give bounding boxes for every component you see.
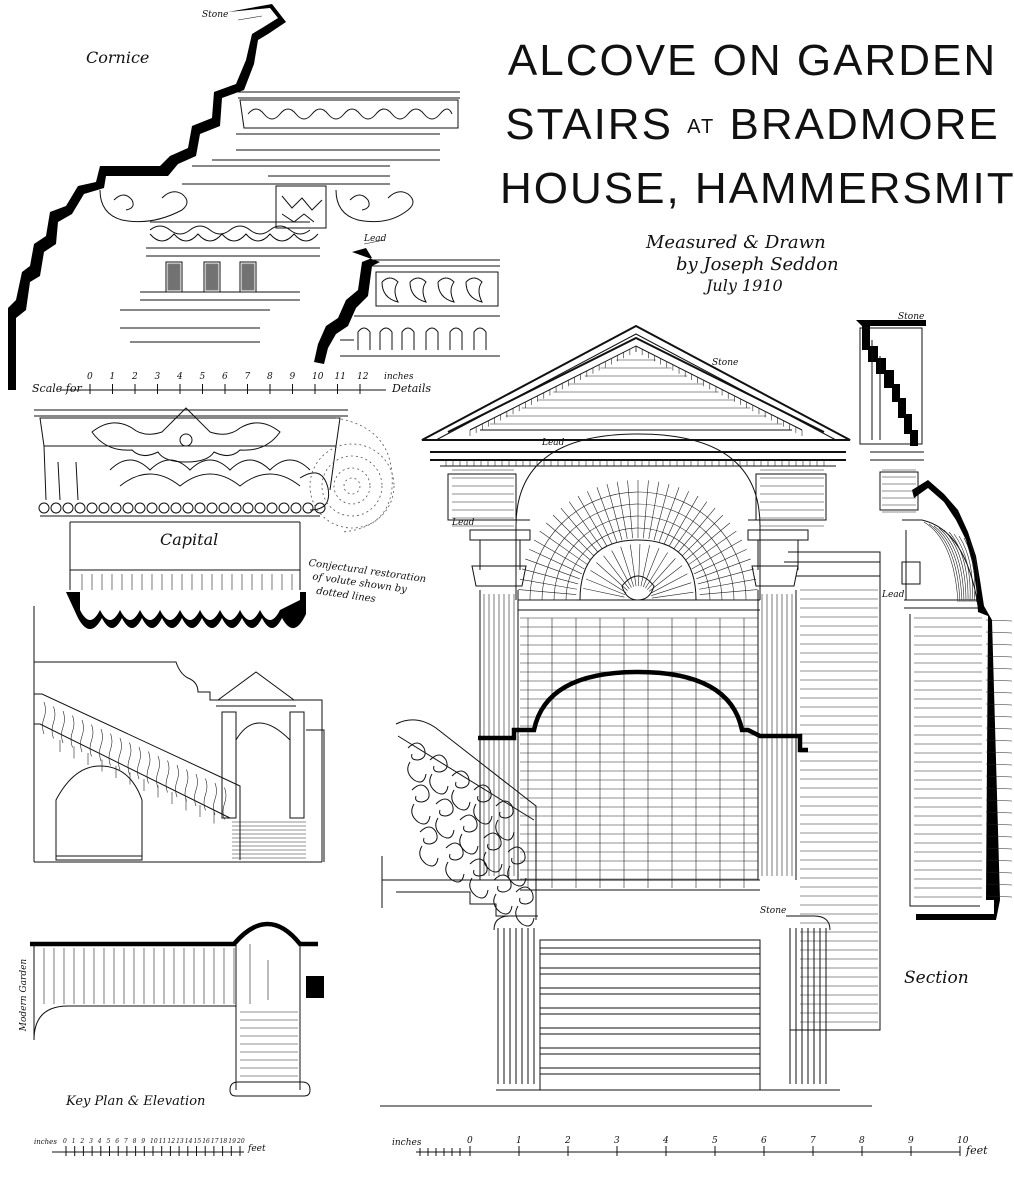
scale-tick-label: 0: [63, 1138, 67, 1145]
label-section: Section: [904, 968, 969, 988]
title-line-1: ALCOVE ON GARDEN: [507, 36, 998, 85]
label-cornice: Cornice: [86, 48, 150, 67]
scale-tick-label: 8: [859, 1136, 865, 1146]
detail-scale-label-left: Scale for: [32, 382, 82, 395]
key-elevation-balustrade: [42, 701, 227, 820]
section-drawing: [856, 320, 1013, 920]
scale-tick-label: 2: [80, 1138, 85, 1145]
label-stone-cornice: Stone: [202, 10, 229, 20]
detail-scale-unit: inches: [384, 372, 414, 382]
scale-tick-label: 6: [115, 1138, 120, 1145]
scale-tick-label: 19: [228, 1138, 236, 1145]
title-word-stairs: STAIRS: [505, 100, 673, 149]
scale-tick-label: 9: [908, 1136, 914, 1146]
scale-tick-label: 11: [334, 372, 346, 382]
scale-tick-label: 7: [810, 1136, 816, 1146]
scale-tick-label: 14: [184, 1138, 193, 1145]
main-scale-label: inches: [392, 1138, 422, 1148]
scale-tick-label: 1: [109, 372, 116, 382]
lead-cornice-detail: [314, 239, 500, 364]
label-modern-garden: Modern Garden: [19, 958, 30, 1032]
credit-line-2: by Joseph Seddon: [676, 254, 839, 275]
main-scale-bar: [416, 1146, 961, 1156]
scale-tick-label: 10: [312, 372, 324, 382]
credit-line-1: Measured & Drawn: [646, 232, 826, 253]
title-line-2: STAIRS AT BRADMORE: [500, 100, 1005, 150]
title-line-3: HOUSE, HAMMERSMITH: [500, 164, 1014, 213]
scale-tick-label: 0: [467, 1136, 473, 1146]
scale-tick-label: 8: [267, 372, 273, 382]
left-scale-unit: feet: [248, 1144, 266, 1154]
scale-tick-label: 5: [199, 372, 206, 382]
scale-tick-label: 0: [87, 372, 93, 382]
scale-tick-label: 7: [123, 1138, 128, 1145]
title-word-at: AT: [687, 115, 716, 138]
scale-tick-label: 5: [106, 1138, 111, 1145]
scale-tick-label: 16: [202, 1138, 210, 1145]
scale-tick-label: 10: [150, 1138, 158, 1145]
label-capital: Capital: [160, 530, 219, 549]
key-elevation: [33, 606, 325, 863]
key-plan: [30, 921, 324, 1097]
scale-tick-label: 2: [132, 372, 138, 382]
scale-tick-label: 17: [210, 1138, 219, 1145]
scale-tick-label: 15: [193, 1138, 202, 1145]
credit-line-3: July 1910: [706, 276, 783, 295]
label-lead-pediment: Lead: [542, 438, 565, 448]
detail-scale-bar: [60, 384, 386, 394]
scale-tick-label: 1: [516, 1136, 522, 1146]
scale-tick-label: 6: [222, 372, 228, 382]
label-lead-pilaster: Lead: [452, 518, 475, 528]
scale-tick-label: 18: [219, 1138, 228, 1145]
cornice-profile: [8, 4, 460, 390]
key-elevation-steps: [59, 740, 306, 859]
scale-tick-label: 4: [663, 1136, 669, 1146]
scale-tick-label: 9: [289, 372, 296, 382]
scale-tick-label: 1: [71, 1138, 76, 1145]
left-scale-label: inches: [34, 1138, 57, 1146]
scale-tick-label: 4: [97, 1138, 102, 1145]
scale-tick-label: 7: [244, 372, 251, 382]
scale-tick-label: 2: [565, 1136, 571, 1146]
scale-tick-label: 3: [154, 372, 161, 382]
scale-tick-label: 9: [141, 1138, 146, 1145]
label-key-plan: Key Plan & Elevation: [66, 1094, 206, 1109]
label-lead-section: Lead: [882, 590, 905, 600]
main-scale-unit: feet: [966, 1144, 988, 1157]
label-lead-detail: Lead: [364, 234, 387, 244]
scale-tick-label: 6: [761, 1136, 767, 1146]
detail-scale-label-right: Details: [392, 382, 431, 395]
capital-detail: [34, 407, 395, 629]
main-elevation: [380, 324, 881, 1107]
label-stone-pediment: Stone: [712, 358, 739, 368]
scale-tick-label: 11: [158, 1138, 167, 1145]
title-word-bradmore: BRADMORE: [729, 100, 1000, 149]
scale-tick-label: 12: [167, 1138, 176, 1145]
label-stone-base: Stone: [760, 906, 787, 916]
scale-tick-label: 5: [712, 1136, 718, 1146]
scale-tick-label: 3: [614, 1136, 620, 1146]
scale-tick-label: 4: [177, 372, 183, 382]
scale-tick-label: 20: [237, 1138, 245, 1145]
scale-tick-label: 12: [357, 372, 369, 382]
scale-tick-label: 13: [176, 1138, 184, 1145]
scale-tick-label: 3: [89, 1138, 93, 1145]
label-stone-section: Stone: [898, 312, 925, 322]
left-scale-bar: [52, 1146, 244, 1156]
scale-tick-label: 8: [132, 1138, 137, 1145]
stair-balustrade: [381, 719, 537, 920]
scale-tick-label: 10: [957, 1136, 969, 1146]
